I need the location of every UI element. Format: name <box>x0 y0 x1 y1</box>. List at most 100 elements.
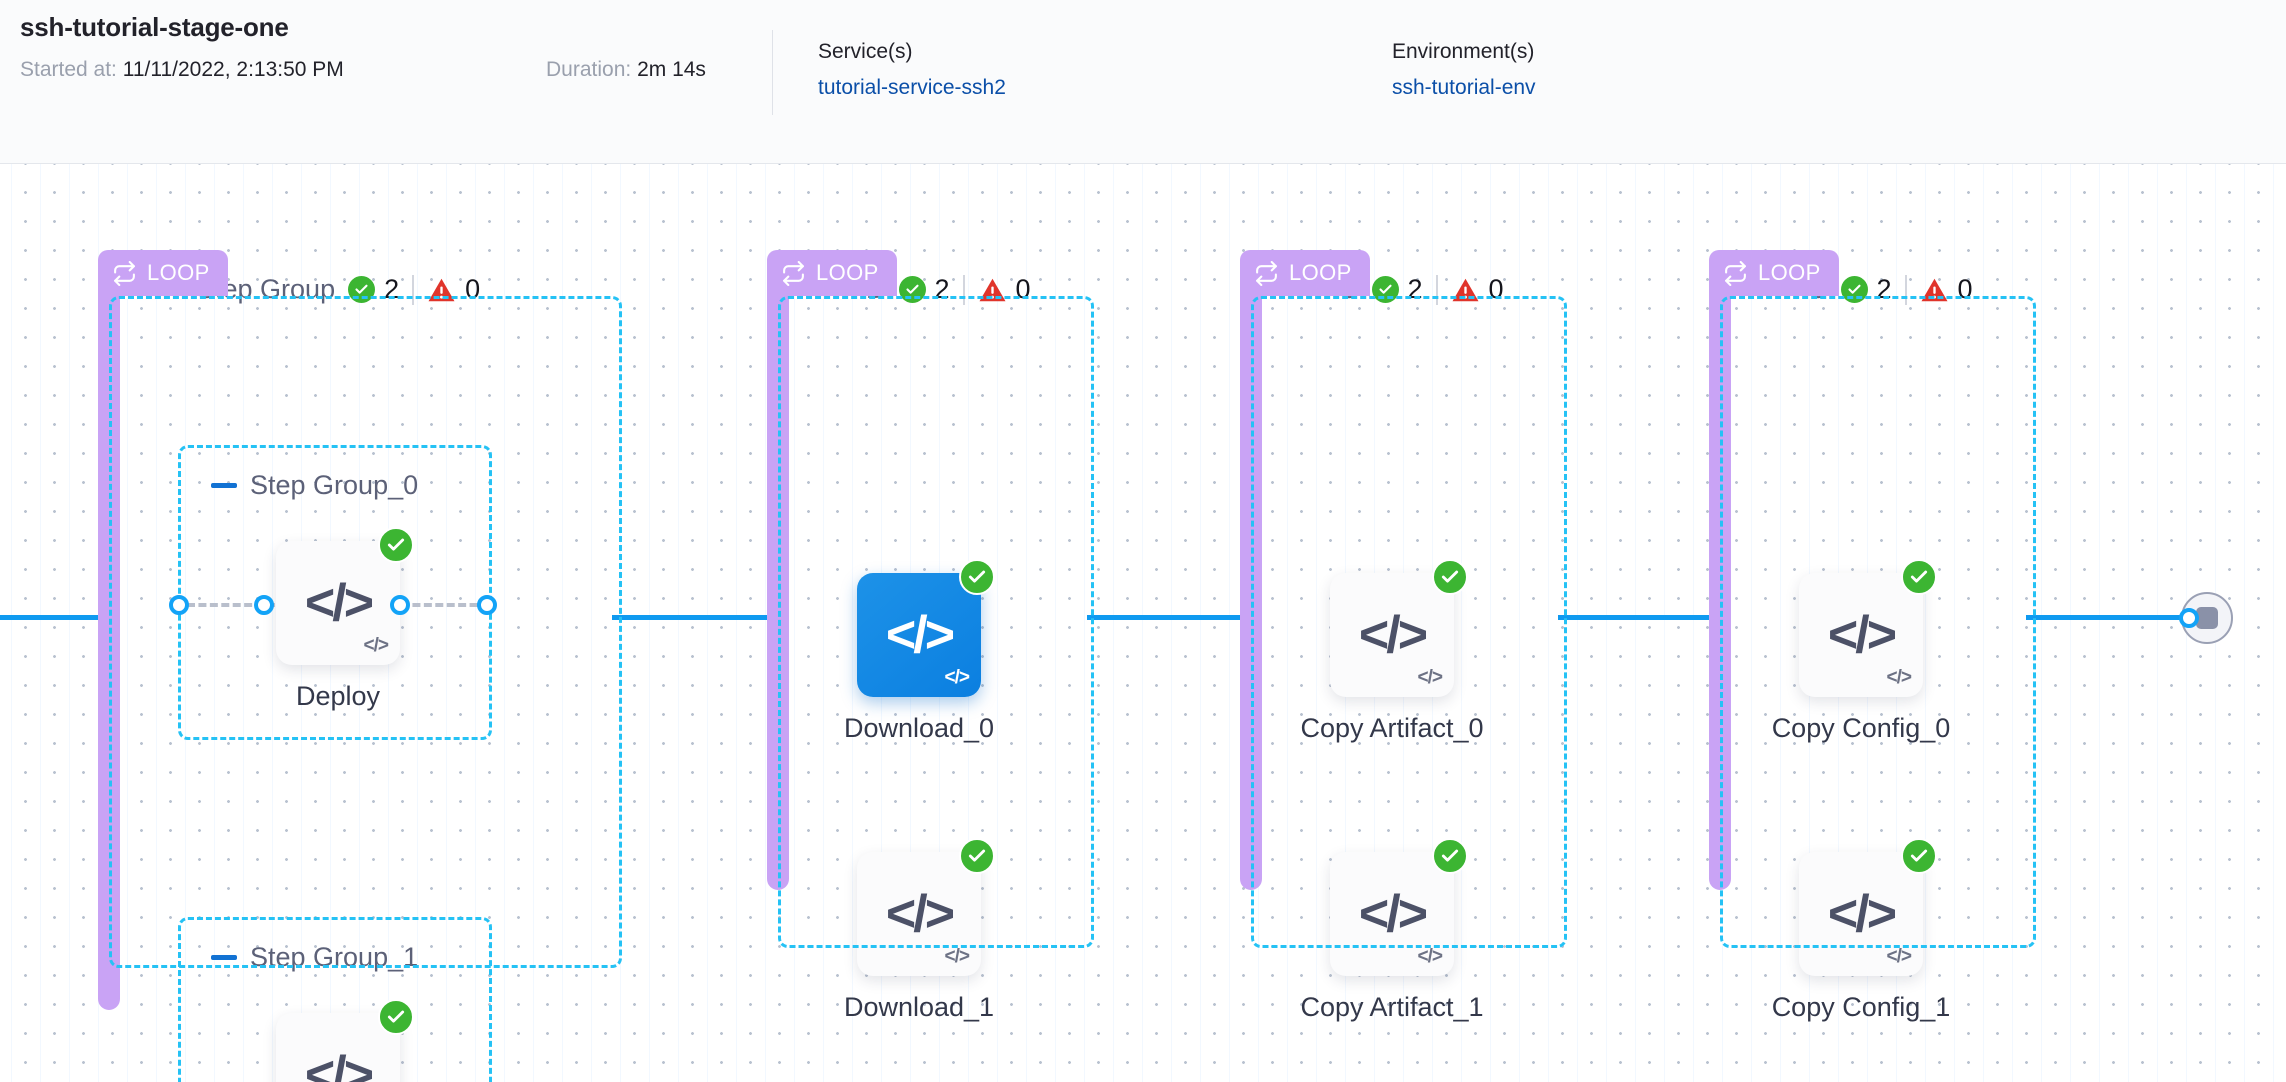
node-label: Copy Artifact_0 <box>1300 713 1484 743</box>
node-download-0[interactable]: </> </> Download_0 <box>844 559 995 743</box>
services-column: Service(s) tutorial-service-ssh2 <box>818 40 1006 100</box>
status-badge <box>1432 838 1468 874</box>
loop-badge-label: LOOP <box>1289 260 1352 285</box>
subgroup-header-0[interactable]: Step Group_0 <box>211 470 418 501</box>
page-title: ssh-tutorial-stage-one <box>20 12 289 42</box>
code-corner-icon: </> <box>1886 667 1913 688</box>
environments-column: Environment(s) ssh-tutorial-env <box>1392 40 1536 100</box>
node-box[interactable]: </> </> <box>1330 559 1468 697</box>
status-badge <box>378 527 414 563</box>
node-copy-config-0[interactable]: </> </> Copy Config_0 <box>1772 559 1950 743</box>
rail-1-to-2 <box>612 615 774 620</box>
node-label: Copy Config_1 <box>1771 992 1951 1022</box>
node-box[interactable]: </> </> <box>276 527 414 665</box>
subgroup-name: Step Group_0 <box>250 470 419 500</box>
dash-link-left <box>187 603 275 607</box>
loop-icon <box>1256 260 1277 286</box>
node-box[interactable]: </> </> <box>1330 838 1468 976</box>
duration-label: Duration: <box>546 58 632 81</box>
end-node[interactable] <box>2181 592 2233 644</box>
started-at-block: Started at: 11/11/2022, 2:13:50 PM <box>20 58 344 82</box>
node-copy-config-1[interactable]: </> </> Copy Config_1 <box>1772 838 1950 1022</box>
code-icon: </> <box>1358 885 1428 943</box>
collapse-dash-icon[interactable] <box>211 955 237 960</box>
loop-body <box>109 296 622 968</box>
code-icon: </> <box>304 1046 374 1082</box>
loop-icon <box>114 260 135 286</box>
rail-3-to-4 <box>1558 615 1713 620</box>
stop-square-icon <box>2196 607 2218 629</box>
loop-badge[interactable]: LOOP <box>98 250 228 296</box>
node-box[interactable]: </> </> <box>857 838 995 976</box>
rail-entry <box>0 615 103 620</box>
stage-header: ssh-tutorial-stage-one Started at: 11/11… <box>0 0 2286 164</box>
code-icon: </> <box>1827 885 1897 943</box>
status-badge <box>1901 838 1937 874</box>
code-corner-icon: </> <box>363 635 390 656</box>
node-label: Copy Config_0 <box>1771 713 1951 743</box>
header-divider <box>772 30 773 115</box>
end-node-port[interactable] <box>2179 608 2199 628</box>
code-corner-icon: </> <box>1886 946 1913 967</box>
loop-badge-label: LOOP <box>816 260 879 285</box>
status-badge <box>959 838 995 874</box>
code-corner-icon: </> <box>1417 946 1444 967</box>
node-download-1[interactable]: </> </> Download_1 <box>844 838 995 1022</box>
services-label: Service(s) <box>818 40 913 63</box>
port-outer-right[interactable] <box>477 595 497 615</box>
rail-2-to-3 <box>1087 615 1245 620</box>
node-label: Copy Artifact_1 <box>1300 992 1484 1022</box>
node-label: Deploy <box>295 681 381 711</box>
status-badge <box>959 559 995 595</box>
loop-body <box>778 296 1094 948</box>
duration-block: Duration: 2m 14s <box>546 58 706 82</box>
status-divider <box>412 274 415 305</box>
code-icon: </> <box>1827 606 1897 664</box>
status-divider <box>1435 274 1438 305</box>
node-label: Download_1 <box>843 992 995 1022</box>
node-box[interactable]: </> </> <box>276 999 414 1082</box>
environments-label: Environment(s) <box>1392 40 1535 63</box>
node-box[interactable]: </> </> <box>1799 559 1937 697</box>
status-divider <box>1904 274 1907 305</box>
loop-badge[interactable]: LOOP <box>767 250 897 296</box>
code-icon: </> <box>1358 606 1428 664</box>
step-subgroup-0[interactable]: Step Group_0 </> </> Deploy <box>169 445 497 740</box>
status-badge <box>1432 559 1468 595</box>
started-at-label: Started at: <box>20 58 117 81</box>
rail-to-end <box>2026 615 2188 620</box>
service-link[interactable]: tutorial-service-ssh2 <box>818 76 1006 99</box>
started-at-value: 11/11/2022, 2:13:50 PM <box>122 58 344 81</box>
node-deploy-1[interactable]: </> </> <box>276 999 414 1082</box>
node-copy-artifact-1[interactable]: </> </> Copy Artifact_1 <box>1300 838 1484 1022</box>
duration-value: 2m 14s <box>637 58 706 81</box>
loop-body <box>1251 296 1567 948</box>
port-inner-left[interactable] <box>254 595 274 615</box>
loop-badge[interactable]: LOOP <box>1709 250 1839 296</box>
code-corner-icon: </> <box>944 667 971 688</box>
loop-badge-label: LOOP <box>1758 260 1821 285</box>
port-outer-left[interactable] <box>169 595 189 615</box>
dash-link-right <box>401 603 489 607</box>
loop-icon <box>1725 260 1746 286</box>
code-corner-icon: </> <box>944 946 971 967</box>
loop-icon <box>783 260 804 286</box>
code-corner-icon: </> <box>1417 667 1444 688</box>
status-badge <box>378 999 414 1035</box>
environment-link[interactable]: ssh-tutorial-env <box>1392 76 1536 99</box>
node-deploy[interactable]: </> </> Deploy <box>276 527 414 711</box>
code-icon: </> <box>885 606 955 664</box>
loop-badge[interactable]: LOOP <box>1240 250 1370 296</box>
node-box[interactable]: </> </> <box>857 559 995 697</box>
port-inner-right[interactable] <box>390 595 410 615</box>
loop-badge-label: LOOP <box>147 260 210 285</box>
node-box[interactable]: </> </> <box>1799 838 1937 976</box>
pipeline-canvas[interactable]: LOOP Step Group 2 0 Step Group_0 <box>0 164 2286 1082</box>
status-divider <box>962 274 965 305</box>
code-icon: </> <box>304 574 374 632</box>
collapse-dash-icon[interactable] <box>211 483 237 488</box>
node-copy-artifact-0[interactable]: </> </> Copy Artifact_0 <box>1300 559 1484 743</box>
code-icon: </> <box>885 885 955 943</box>
loop-body <box>1720 296 2036 948</box>
node-label: Download_0 <box>843 713 995 743</box>
